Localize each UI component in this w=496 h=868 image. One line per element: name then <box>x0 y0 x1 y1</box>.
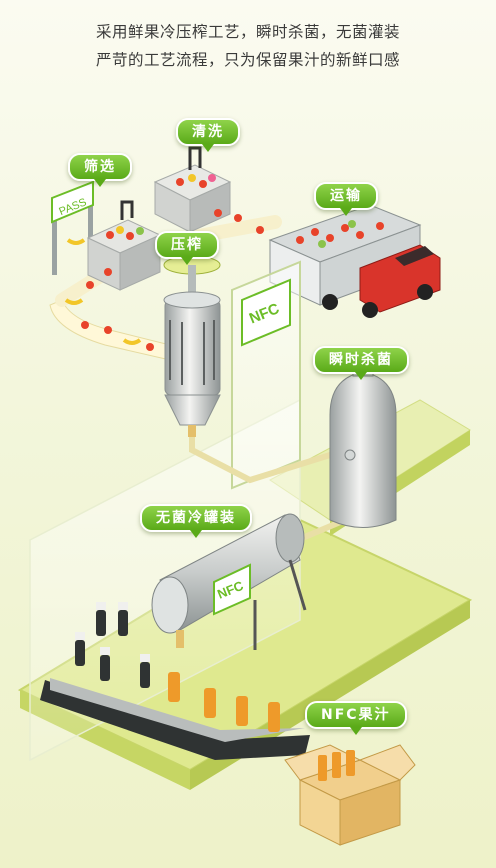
tag-nfc-juice: NFC果汁 <box>305 701 407 735</box>
headline-line-2: 严苛的工艺流程，只为保留果汁的新鲜口感 <box>95 51 400 69</box>
washing-machine <box>153 146 232 233</box>
sterilizer-tank <box>329 359 397 528</box>
fruits-on-belt <box>64 209 264 351</box>
screening-machine <box>86 200 162 291</box>
pass-gate <box>51 180 94 275</box>
truck <box>268 204 441 318</box>
press-machine <box>163 255 221 437</box>
tag-screening: 筛选 <box>68 153 132 187</box>
bottles <box>75 602 280 732</box>
tag-aseptic-filling: 无菌冷罐装 <box>140 504 252 538</box>
nfc-gate <box>231 260 301 490</box>
tag-transport: 运输 <box>314 182 378 216</box>
bottling-conveyor <box>40 678 310 760</box>
tag-sterilization: 瞬时杀菌 <box>313 346 409 380</box>
juice-box <box>284 744 416 846</box>
filling-tank <box>151 513 307 650</box>
headline-line-1: 采用鲜果冷压榨工艺，瞬时杀菌，无菌灌装 <box>95 23 400 41</box>
tag-pressing: 压榨 <box>155 231 219 265</box>
tag-washing: 清洗 <box>176 118 240 152</box>
